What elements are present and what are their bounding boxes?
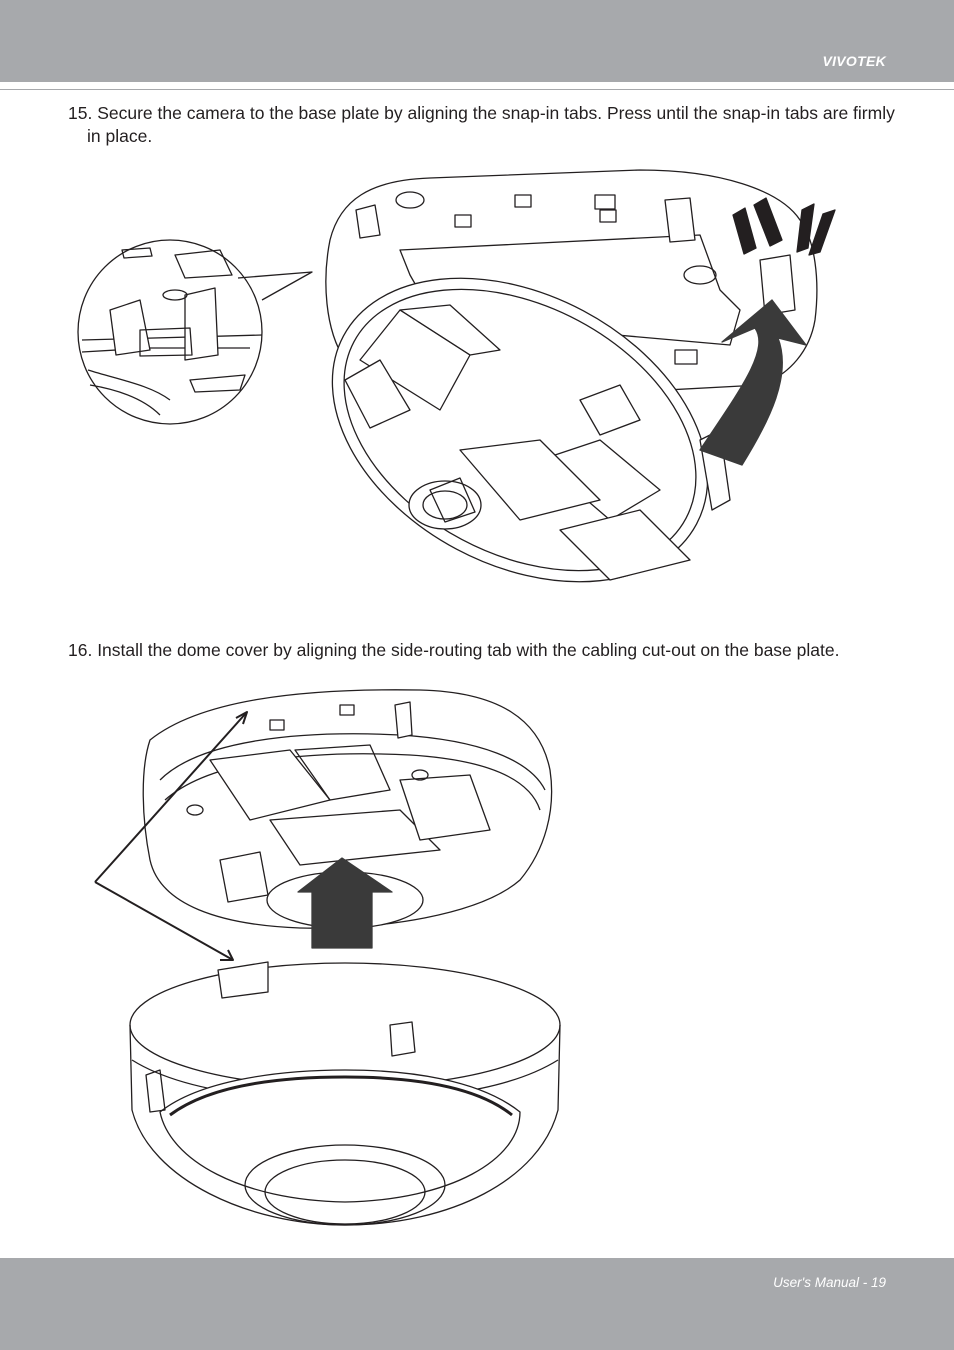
page-header: VIVOTEK	[0, 0, 954, 82]
alignment-lines-icon	[94, 711, 248, 961]
brand-logo: VIVOTEK	[822, 53, 886, 69]
motion-marks-icon	[732, 197, 836, 256]
page-number-label: User's Manual - 19	[773, 1275, 886, 1290]
up-arrow-icon	[297, 857, 393, 949]
page-footer: User's Manual - 19	[0, 1258, 954, 1350]
step-16-text: 16. Install the dome cover by aligning t…	[68, 640, 840, 660]
push-arrow-icon	[699, 299, 807, 466]
dome-cover-install-illustration	[94, 689, 561, 1226]
camera-body-icon	[331, 277, 731, 583]
zoom-detail-icon	[77, 239, 313, 425]
base-assembly-icon	[142, 689, 553, 929]
camera-snap-in-illustration	[77, 169, 836, 583]
header-divider	[0, 89, 954, 90]
dome-cover-icon	[129, 961, 561, 1226]
step-15-text: 15. Secure the camera to the base plate …	[68, 103, 895, 146]
